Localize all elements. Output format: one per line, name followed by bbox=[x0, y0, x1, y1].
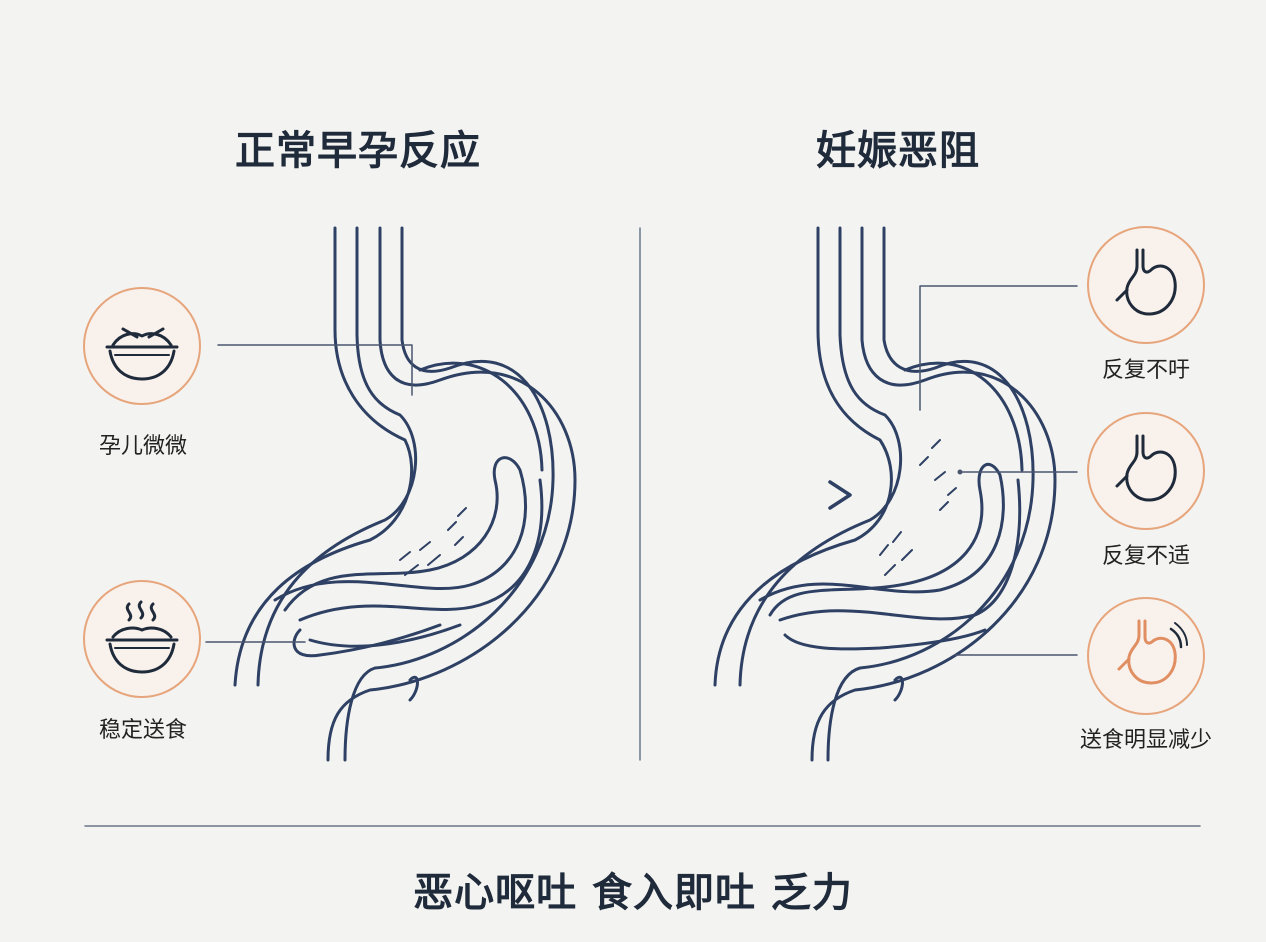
right-stomach-diagram bbox=[713, 226, 1057, 762]
symptoms-footer: 恶心呕吐 食入即吐 乏力 bbox=[413, 870, 853, 916]
right-label-middle: 反复不适 bbox=[1101, 544, 1191, 569]
irritated-stomach-icon bbox=[1087, 597, 1205, 715]
arrow-icon bbox=[828, 480, 852, 510]
stomach-icon bbox=[1087, 226, 1205, 344]
left-label-bottom: 稳定送食 bbox=[98, 718, 188, 743]
right-label-bottom: 送食明显减少 bbox=[1079, 728, 1213, 753]
left-panel-title: 正常早孕反应 bbox=[235, 128, 481, 174]
right-label-top: 反复不吁 bbox=[1101, 358, 1191, 383]
left-label-top: 孕儿微微 bbox=[98, 434, 188, 459]
left-connector-top bbox=[217, 344, 413, 396]
right-connector-top bbox=[919, 285, 1078, 411]
stomach-icon bbox=[1087, 412, 1205, 530]
left-stomach-diagram bbox=[233, 226, 577, 762]
bowl-icon bbox=[83, 287, 201, 405]
right-panel-title: 妊娠恶阻 bbox=[816, 128, 980, 174]
steaming-bowl-icon bbox=[83, 580, 201, 698]
